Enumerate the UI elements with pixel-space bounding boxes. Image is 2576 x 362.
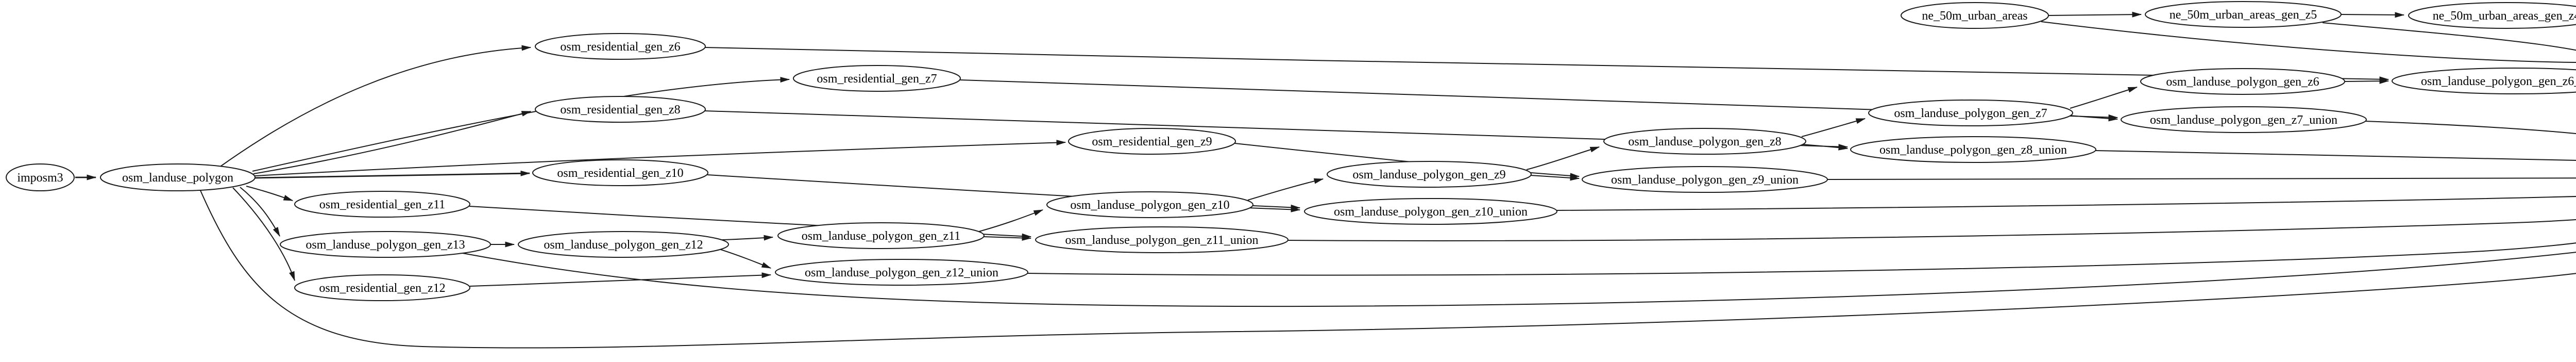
- edge-osm_landuse_polygon-osm_residential_gen_z9: [255, 140, 1066, 176]
- edge-osm_landuse_polygon_gen_z11-osm_landuse_polygon_gen_z11_union: [983, 235, 1032, 241]
- edge-osm_landuse_polygon-osm_residential_gen_z10: [255, 170, 531, 179]
- edge-osm_landuse_polygon-osm_residential_gen_z8: [253, 111, 532, 174]
- node-osm_residential_gen_z11-label: osm_residential_gen_z11: [319, 198, 445, 211]
- edge-ne_50m_urban_areas_gen_z5-layer_landuse-z5: [2322, 22, 2576, 51]
- edge-ne_50m_urban_areas-layer_landuse-z6: [2041, 21, 2576, 63]
- edge-osm_landuse_polygon_gen_z10-osm_landuse_polygon_gen_z9: [1247, 178, 1324, 201]
- edge-osm_landuse_polygon_gen_z11-osm_landuse_polygon_gen_z10: [978, 209, 1044, 232]
- node-osm_landuse_polygon_gen_z8: osm_landuse_polygon_gen_z8: [1603, 128, 1806, 155]
- node-osm_landuse_polygon_gen_z12: osm_landuse_polygon_gen_z12: [518, 231, 729, 258]
- node-osm_landuse_polygon_gen_z8_union-label: osm_landuse_polygon_gen_z8_union: [1879, 143, 2067, 157]
- node-osm_landuse_polygon_gen_z9_union-label: osm_landuse_polygon_gen_z9_union: [1611, 173, 1799, 187]
- node-osm_residential_gen_z7: osm_residential_gen_z7: [793, 65, 961, 92]
- edge-osm_landuse_polygon_gen_z7_union-layer_landuse-z7: [2365, 121, 2576, 135]
- node-osm_landuse_polygon_gen_z10_union-label: osm_landuse_polygon_gen_z10_union: [1334, 205, 1528, 219]
- edges-layer: [75, 11, 2576, 349]
- node-osm_landuse_polygon: osm_landuse_polygon: [100, 163, 256, 191]
- edge-osm_landuse_polygon-osm_landuse_polygon_gen_z13: [240, 187, 280, 237]
- node-osm_landuse_polygon_gen_z12_union: osm_landuse_polygon_gen_z12_union: [775, 259, 1028, 286]
- node-osm_residential_gen_z11: osm_residential_gen_z11: [294, 191, 470, 218]
- node-imposm3-label: imposm3: [17, 171, 63, 185]
- node-osm_residential_gen_z6-label: osm_residential_gen_z6: [560, 40, 680, 54]
- edge-osm_landuse_polygon_gen_z10_union-layer_landuse-z10: [1556, 195, 2576, 211]
- node-osm_landuse_polygon_gen_z13-label: osm_landuse_polygon_gen_z13: [306, 238, 465, 252]
- edge-osm_landuse_polygon_gen_z8-osm_landuse_polygon_gen_z7: [1801, 118, 1866, 137]
- node-osm_landuse_polygon_gen_z11-label: osm_landuse_polygon_gen_z11: [802, 229, 960, 243]
- node-osm_landuse_polygon_gen_z7_union: osm_landuse_polygon_gen_z7_union: [2121, 106, 2367, 133]
- node-osm_landuse_polygon_gen_z9-label: osm_landuse_polygon_gen_z9: [1352, 168, 1505, 182]
- node-imposm3: imposm3: [6, 163, 75, 191]
- node-osm_landuse_polygon_gen_z12-label: osm_landuse_polygon_gen_z12: [544, 238, 703, 252]
- node-osm_residential_gen_z9-label: osm_residential_gen_z9: [1092, 135, 1212, 149]
- node-osm_landuse_polygon_gen_z7: osm_landuse_polygon_gen_z7: [1868, 100, 2073, 126]
- edge-osm_landuse_polygon_gen_z10-osm_landuse_polygon_gen_z10_union: [1247, 206, 1301, 212]
- edge-osm_landuse_polygon_gen_z8_union-layer_landuse-z8: [2095, 150, 2576, 160]
- edge-osm_landuse_polygon_gen_z12-osm_landuse_polygon_gen_z11: [722, 235, 774, 241]
- node-osm_residential_gen_z7-label: osm_residential_gen_z7: [817, 72, 937, 86]
- edge-osm_landuse_polygon_gen_z12-osm_landuse_polygon_gen_z12_union: [719, 249, 772, 269]
- edge-osm_landuse_polygon_gen_z12_union-layer_landuse-z12: [1027, 242, 2576, 276]
- edge-osm_landuse_polygon_gen_z11_union-layer_landuse-z11: [1287, 219, 2576, 241]
- node-ne_50m_urban_areas_gen_z4-label: ne_50m_urban_areas_gen_z4: [2433, 9, 2576, 23]
- node-ne_50m_urban_areas_gen_z4: ne_50m_urban_areas_gen_z4: [2408, 2, 2576, 29]
- node-osm_landuse_polygon_gen_z11_union-label: osm_landuse_polygon_gen_z11_union: [1065, 234, 1258, 247]
- edge-osm_landuse_polygon-osm_residential_gen_z11: [246, 186, 294, 201]
- node-osm_residential_gen_z8: osm_residential_gen_z8: [535, 96, 706, 123]
- edge-osm_landuse_polygon-layer_landuse-z14plus: [199, 189, 2576, 349]
- node-osm_landuse_polygon_gen_z11_union: osm_landuse_polygon_gen_z11_union: [1035, 226, 1289, 253]
- edge-osm_landuse_polygon_gen_z7-osm_landuse_polygon_gen_z6: [2070, 87, 2138, 109]
- node-osm_landuse_polygon_gen_z9: osm_landuse_polygon_gen_z9: [1327, 161, 1532, 188]
- node-osm_landuse_polygon_gen_z8_union: osm_landuse_polygon_gen_z8_union: [1850, 136, 2096, 163]
- node-osm_landuse_polygon_gen_z6-label: osm_landuse_polygon_gen_z6: [2166, 75, 2319, 89]
- node-osm_landuse_polygon_gen_z6_union-label: osm_landuse_polygon_gen_z6_union: [2421, 75, 2576, 88]
- node-osm_landuse_polygon_gen_z11: osm_landuse_polygon_gen_z11: [777, 222, 985, 249]
- edge-osm_landuse_polygon-osm_residential_gen_z12: [232, 187, 295, 282]
- node-osm_residential_gen_z6: osm_residential_gen_z6: [535, 33, 706, 60]
- edge-osm_residential_gen_z12-osm_landuse_polygon_gen_z12_union: [469, 272, 772, 287]
- edge-osm_landuse_polygon_gen_z9-osm_landuse_polygon_gen_z8: [1526, 146, 1600, 170]
- node-osm_landuse_polygon_gen_z7_union-label: osm_landuse_polygon_gen_z7_union: [2150, 113, 2337, 127]
- node-ne_50m_urban_areas_gen_z5-label: ne_50m_urban_areas_gen_z5: [2170, 8, 2317, 22]
- edge-ne_50m_urban_areas_gen_z5-ne_50m_urban_areas_gen_z4: [2340, 12, 2405, 18]
- node-osm_residential_gen_z12-label: osm_residential_gen_z12: [319, 282, 445, 295]
- node-osm_landuse_polygon_gen_z13: osm_landuse_polygon_gen_z13: [280, 231, 491, 258]
- node-ne_50m_urban_areas: ne_50m_urban_areas: [1901, 2, 2049, 29]
- node-osm_landuse_polygon_gen_z12_union-label: osm_landuse_polygon_gen_z12_union: [805, 266, 998, 279]
- node-osm_landuse_polygon_gen_z7-label: osm_landuse_polygon_gen_z7: [1894, 107, 2047, 120]
- nodes-layer: imposm3 osm_landuse_polygon osm_resident…: [6, 1, 2576, 301]
- node-osm_landuse_polygon_gen_z10: osm_landuse_polygon_gen_z10: [1046, 191, 1253, 218]
- node-osm_residential_gen_z10-label: osm_residential_gen_z10: [557, 167, 683, 180]
- node-osm_residential_gen_z10: osm_residential_gen_z10: [532, 159, 708, 186]
- node-ne_50m_urban_areas_gen_z5: ne_50m_urban_areas_gen_z5: [2145, 1, 2342, 28]
- node-osm_landuse_polygon_gen_z9_union: osm_landuse_polygon_gen_z9_union: [1582, 166, 1828, 193]
- node-osm_landuse_polygon_gen_z10-label: osm_landuse_polygon_gen_z10: [1070, 199, 1229, 212]
- node-ne_50m_urban_areas-label: ne_50m_urban_areas: [1922, 9, 2027, 23]
- edge-osm_landuse_polygon-osm_residential_gen_z6: [219, 45, 532, 168]
- node-osm_landuse_polygon_gen_z6_union: osm_landuse_polygon_gen_z6_union: [2392, 68, 2576, 94]
- node-osm_residential_gen_z12: osm_residential_gen_z12: [294, 274, 470, 301]
- node-osm_landuse_polygon-label: osm_landuse_polygon: [122, 171, 233, 185]
- node-osm_landuse_polygon_gen_z10_union: osm_landuse_polygon_gen_z10_union: [1304, 198, 1557, 225]
- node-osm_residential_gen_z8-label: osm_residential_gen_z8: [560, 103, 680, 117]
- edge-osm_landuse_polygon_gen_z9_union-layer_landuse-z9: [1826, 177, 2576, 180]
- node-osm_residential_gen_z9: osm_residential_gen_z9: [1068, 128, 1236, 155]
- edge-osm_landuse_polygon-osm_residential_gen_z7: [252, 77, 790, 172]
- edge-osm_landuse_polygon_gen_z13-layer_landuse-z13: [462, 252, 2576, 307]
- node-osm_landuse_polygon_gen_z8-label: osm_landuse_polygon_gen_z8: [1628, 135, 1781, 149]
- node-osm_landuse_polygon_gen_z6: osm_landuse_polygon_gen_z6: [2140, 68, 2345, 95]
- edge-ne_50m_urban_areas-ne_50m_urban_areas_gen_z5: [2047, 11, 2142, 18]
